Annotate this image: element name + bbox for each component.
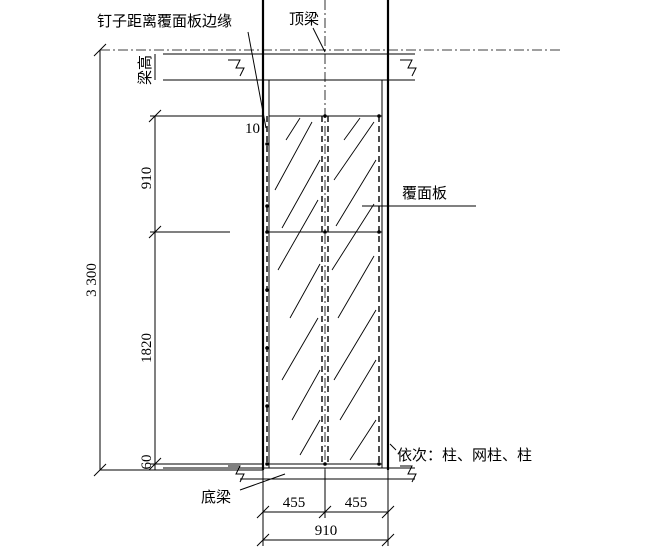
panel-height-dimensions [148,54,263,471]
nail-lines [266,116,380,464]
sequence-label: 依次：柱、网柱、柱 [397,447,532,464]
nail-offset-text: 10 [245,121,260,137]
beam-height-label: 梁高 [137,55,154,85]
half-width-left-text: 455 [283,495,306,511]
width-dimensions [256,470,395,547]
bottom-beam [163,465,417,483]
half-width-right-text: 455 [345,495,368,511]
bottom-beam-label: 底梁 [201,489,231,506]
panel-hatching [274,117,377,461]
cladding-panel [269,115,382,465]
cladding-board-label: 覆面板 [402,184,447,202]
total-height-dimension [93,43,263,477]
top-beam [163,53,417,81]
top-beam-leader [312,27,326,53]
top-beam-label: 顶梁 [289,11,319,28]
studs [261,0,390,470]
nail-dots [265,114,381,466]
nail-edge-leader [247,31,267,129]
sequence-leader [389,443,397,451]
full-width-text: 910 [315,523,338,539]
nail-edge-label: 钉子距离覆面板边缘 [97,12,232,30]
lower-panel-height-text: 1820 [139,333,155,363]
upper-panel-height-text: 910 [139,167,155,190]
total-height-text: 3 300 [84,263,100,297]
bottom-gap-text: 60 [139,455,155,470]
